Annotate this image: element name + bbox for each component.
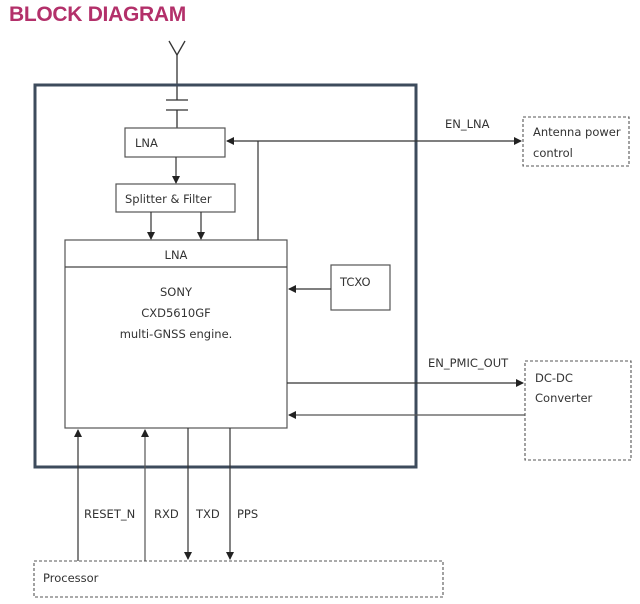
antenna-power-label-2: control <box>533 146 573 160</box>
splitter-filter-label: Splitter & Filter <box>125 192 212 206</box>
lna-label: LNA <box>135 136 158 150</box>
dcdc-label-2: Converter <box>535 391 593 405</box>
pps-label: PPS <box>237 507 258 521</box>
reset-n-label: RESET_N <box>84 507 135 521</box>
rxd-label: RXD <box>154 507 179 521</box>
chip-part-number: CXD5610GF <box>141 306 211 320</box>
chip-vendor: SONY <box>160 285 193 299</box>
antenna-power-label-1: Antenna power <box>533 125 621 139</box>
processor-label: Processor <box>43 571 99 585</box>
tcxo-label: TCXO <box>339 275 371 289</box>
diagram-title: BLOCK DIAGRAM <box>9 3 186 26</box>
tcxo-block: TCXO <box>330 264 391 311</box>
en-lna-arrowhead-left <box>226 137 234 145</box>
dcdc-label-1: DC-DC <box>535 371 573 385</box>
txd-label: TXD <box>195 507 220 521</box>
en-lna-label: EN_LNA <box>445 117 490 131</box>
chip-lna-header: LNA <box>165 248 188 262</box>
processor-block: Processor <box>33 560 444 598</box>
splitter-filter-block: Splitter & Filter <box>115 183 236 213</box>
antenna-power-control-block: Antenna power control <box>522 116 630 167</box>
lna-block: LNA <box>124 127 226 158</box>
dcdc-converter-block: DC-DC Converter <box>524 360 632 461</box>
en-pmic-out-label: EN_PMIC_OUT <box>428 356 509 370</box>
gnss-chip-block: LNA SONY CXD5610GF multi-GNSS engine. <box>64 239 288 429</box>
antenna-icon <box>168 40 186 100</box>
capacitor-icon <box>166 99 188 128</box>
module-outline <box>33 83 418 469</box>
chip-description: multi-GNSS engine. <box>120 327 233 341</box>
